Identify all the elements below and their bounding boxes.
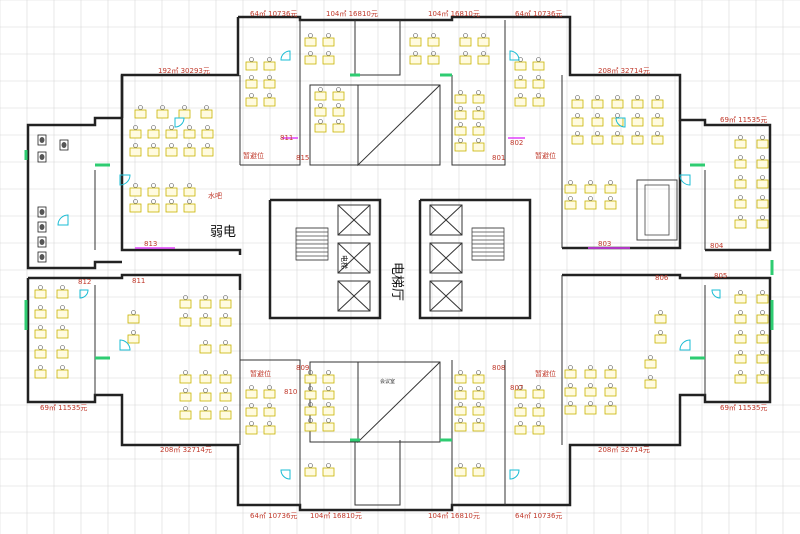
labels: 电梯厅 电梯 弱电 会议室 64㎡ 10736元 104㎡ 16810元 104… bbox=[40, 10, 767, 520]
area-lower-right: 208㎡ 32714元 bbox=[598, 446, 650, 454]
meeting-room-label: 会议室 bbox=[380, 378, 395, 385]
area-bottom-left-1: 64㎡ 10736元 bbox=[250, 512, 297, 520]
restroom-fixtures bbox=[37, 134, 69, 263]
reception-label-2: 暂避位 bbox=[535, 151, 556, 160]
room-number-808: 808 bbox=[492, 364, 505, 372]
area-bottom-right-1: 64㎡ 10736元 bbox=[515, 512, 562, 520]
room-number-811a: 811 bbox=[280, 134, 293, 142]
door-swings bbox=[57, 50, 721, 480]
room-number-807: 807 bbox=[510, 384, 523, 392]
room-number-803: 803 bbox=[598, 240, 611, 248]
elevator-core bbox=[268, 198, 532, 320]
room-number-806: 806 bbox=[655, 274, 669, 282]
building-walls bbox=[26, 15, 772, 512]
room-number-815: 815 bbox=[296, 154, 309, 162]
weak-current-label: 弱电 bbox=[210, 225, 236, 240]
elevator-label: 电梯 bbox=[340, 255, 349, 269]
area-lower-left: 208㎡ 32714元 bbox=[160, 446, 212, 454]
reception-label-1: 暂避位 bbox=[243, 151, 264, 160]
area-left-bottom: 69㎡ 11535元 bbox=[40, 404, 87, 412]
room-number-813: 813 bbox=[144, 240, 157, 248]
room-number-804: 804 bbox=[710, 242, 724, 250]
tea-label: 水吧 bbox=[208, 191, 222, 200]
room-number-805: 805 bbox=[714, 272, 727, 280]
area-upper-right: 208㎡ 32714元 bbox=[598, 67, 650, 75]
reception-label-3: 暂避位 bbox=[250, 369, 271, 378]
area-right-top: 69㎡ 11535元 bbox=[720, 116, 767, 124]
reception-label-4: 暂避位 bbox=[535, 369, 556, 378]
markers bbox=[135, 137, 630, 249]
room-number-801: 801 bbox=[492, 154, 505, 162]
room-number-812: 812 bbox=[78, 278, 91, 286]
area-right-bottom: 69㎡ 11535元 bbox=[720, 404, 767, 412]
area-bottom-mid-2: 104㎡ 16810元 bbox=[428, 512, 480, 520]
area-top-mid-2: 104㎡ 16810元 bbox=[428, 10, 480, 18]
area-top-right-1: 64㎡ 10736元 bbox=[515, 10, 562, 18]
room-number-802: 802 bbox=[510, 139, 523, 147]
desk-clusters bbox=[34, 33, 769, 477]
room-number-811b: 811 bbox=[132, 277, 145, 285]
area-bottom-mid-1: 104㎡ 16810元 bbox=[310, 512, 362, 520]
area-top-mid-1: 104㎡ 16810元 bbox=[326, 10, 378, 18]
windows bbox=[24, 73, 774, 442]
elevator-hall-label: 电梯厅 bbox=[389, 262, 404, 301]
conference-table bbox=[636, 179, 678, 241]
room-number-810: 810 bbox=[284, 388, 297, 396]
room-number-809: 809 bbox=[296, 364, 309, 372]
area-top-left-1: 64㎡ 10736元 bbox=[250, 10, 297, 18]
area-upper-left: 192㎡ 30293元 bbox=[158, 67, 210, 75]
